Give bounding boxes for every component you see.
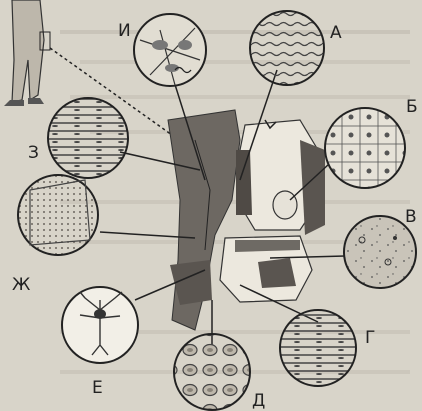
- kneecap: [273, 191, 297, 219]
- inset-circle-Z: [48, 98, 128, 178]
- knee-section: [168, 110, 325, 330]
- label-B: Б: [406, 97, 418, 117]
- label-A: А: [330, 23, 342, 43]
- inset-circle-B: [325, 108, 405, 188]
- label-G: Г: [365, 328, 375, 348]
- inset-circle-G: [280, 310, 356, 386]
- inset-circle-Zh: [18, 175, 98, 255]
- inset-circle-I: [134, 14, 206, 86]
- human-legs-figure: [4, 0, 50, 106]
- label-Z: З: [28, 143, 39, 163]
- inset-circle-E: [62, 287, 138, 363]
- label-Zh: Ж: [12, 275, 30, 295]
- label-D: Д: [252, 391, 265, 411]
- label-I: И: [118, 21, 131, 41]
- label-E: Е: [92, 378, 103, 398]
- inset-circle-D: [174, 334, 250, 410]
- inset-circle-A: [250, 11, 324, 85]
- label-V: В: [405, 207, 417, 227]
